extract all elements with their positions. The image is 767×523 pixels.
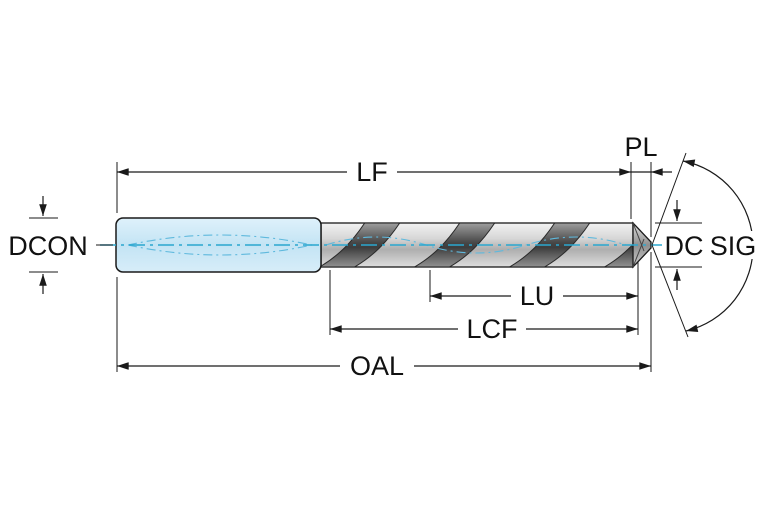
- label-lcf: LCF: [466, 314, 517, 344]
- dim-pl: PL: [624, 132, 672, 237]
- dimensions: LF PL DCON DC SIG: [8, 132, 760, 381]
- dim-oal: OAL: [116, 252, 652, 381]
- dim-dc: DC: [655, 200, 704, 290]
- flute-helix-guide: [325, 236, 627, 254]
- dim-dcon: DCON: [8, 196, 113, 294]
- drill: [100, 217, 662, 273]
- drill-point-facets: [632, 222, 645, 268]
- label-lf: LF: [356, 157, 388, 187]
- label-oal: OAL: [350, 351, 404, 381]
- label-sig: SIG: [710, 231, 757, 261]
- label-lu: LU: [520, 281, 555, 311]
- dim-lu: LU: [429, 270, 638, 311]
- dim-sig: SIG: [651, 152, 760, 338]
- label-pl: PL: [624, 132, 657, 162]
- label-dc: DC: [665, 231, 704, 261]
- dim-lf: LF: [116, 157, 632, 219]
- dim-lcf: LCF: [329, 262, 639, 344]
- shank-guide-curve-top: [127, 234, 313, 246]
- shank-guide-curve-bottom: [127, 244, 313, 256]
- label-dcon: DCON: [8, 231, 88, 261]
